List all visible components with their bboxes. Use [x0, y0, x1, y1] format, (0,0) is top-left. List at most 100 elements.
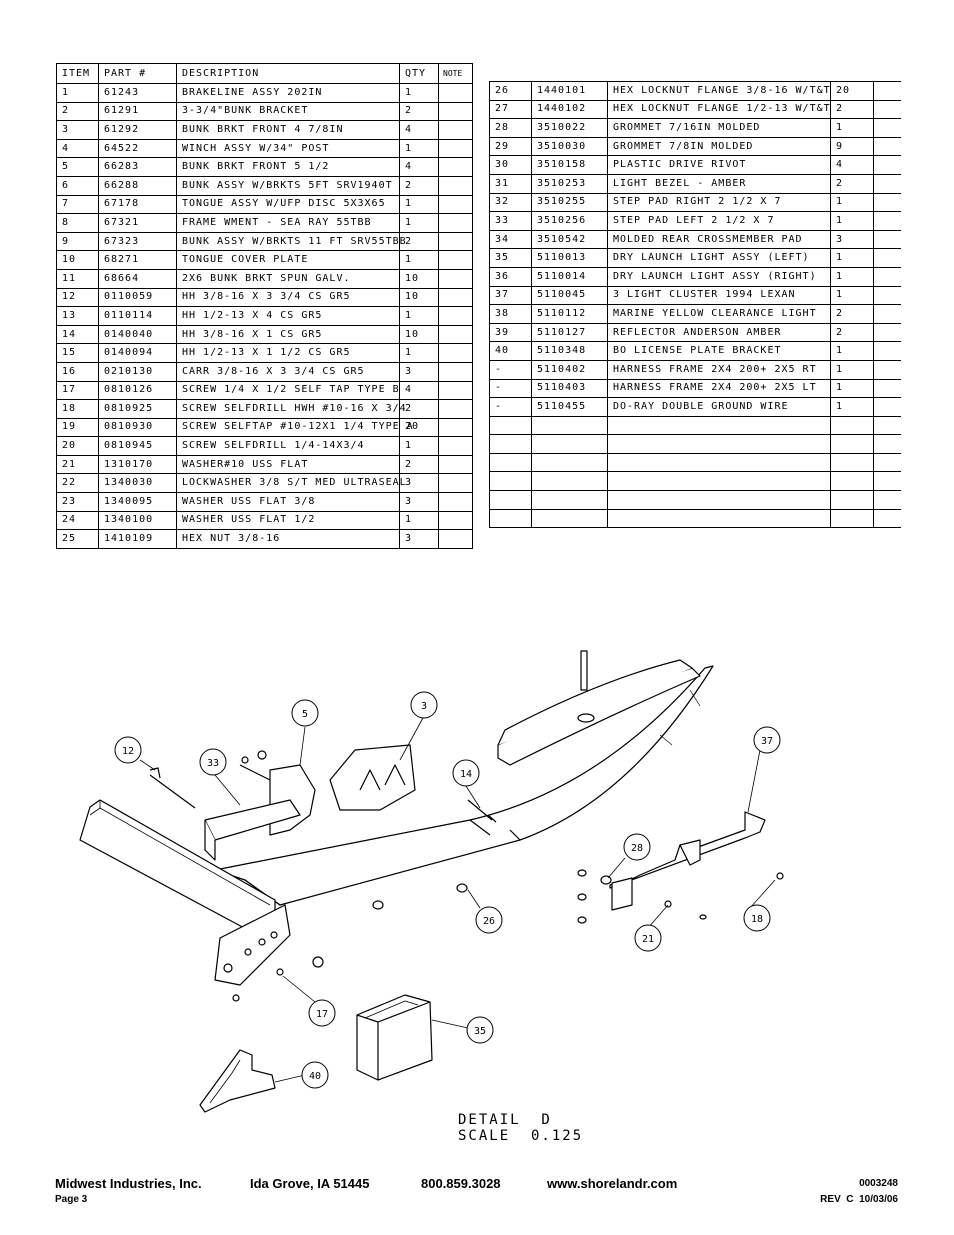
qty-cell: 4	[399, 157, 439, 177]
note-cell	[873, 155, 901, 175]
item-cell: 6	[56, 175, 99, 196]
description-cell: BRAKELINE ASSY 202IN	[176, 83, 400, 103]
qty-cell: 2	[399, 175, 439, 196]
note-cell	[438, 306, 473, 326]
qty-cell: 1	[830, 378, 874, 399]
description-cell: GROMMET 7/8IN MOLDED	[607, 136, 831, 157]
description-cell	[607, 471, 831, 492]
note-cell	[873, 508, 901, 529]
note-cell	[873, 211, 901, 231]
item-cell: 24	[56, 510, 99, 531]
item-cell: 3	[56, 120, 99, 140]
callout-37: 37	[761, 736, 773, 747]
description-cell: HEX LOCKNUT FLANGE 3/8-16 W/T&T	[607, 81, 831, 101]
mounting-plate	[214, 904, 291, 986]
note-cell	[438, 231, 473, 252]
note-cell	[438, 436, 473, 456]
footer-doc-number: 0003248	[859, 1178, 898, 1189]
part-number-cell: 0810930	[98, 417, 177, 438]
part-number-cell	[531, 508, 608, 529]
item-cell: 20	[56, 436, 99, 456]
note-cell	[873, 173, 901, 194]
item-cell: 23	[56, 492, 99, 512]
qty-cell: 9	[830, 136, 874, 157]
qty-cell: 1	[399, 343, 439, 363]
description-cell: STEP PAD RIGHT 2 1/2 X 7	[607, 192, 831, 213]
qty-cell: 1	[830, 118, 874, 138]
part-number-cell: 1340030	[98, 473, 177, 494]
note-cell	[438, 380, 473, 401]
item-cell: 35	[489, 248, 532, 268]
item-cell: 1	[56, 83, 99, 103]
item-cell: 31	[489, 173, 532, 194]
description-cell: BUNK ASSY W/BRKTS 5FT SRV1940T	[176, 175, 400, 196]
description-cell: HH 3/8-16 X 1 CS GR5	[176, 324, 400, 345]
qty-cell: 3	[399, 473, 439, 494]
qty-cell: 20	[399, 417, 439, 438]
bunk-bracket-right	[329, 744, 416, 811]
description-cell: GROMMET 7/16IN MOLDED	[607, 118, 831, 138]
part-number-cell: 5110348	[531, 341, 608, 361]
part-number-cell: 66288	[98, 175, 177, 196]
description-cell: MARINE YELLOW CLEARANCE LIGHT	[607, 304, 831, 324]
note-cell	[438, 399, 473, 419]
description-cell: WASHER USS FLAT 1/2	[176, 510, 400, 531]
part-number-cell: 5110014	[531, 266, 608, 287]
footer-website[interactable]: www.shorelandr.com	[547, 1176, 678, 1191]
part-number-cell: 3510255	[531, 192, 608, 213]
table-row	[489, 415, 901, 436]
description-cell: MOLDED REAR CROSSMEMBER PAD	[607, 229, 831, 250]
table-row	[489, 452, 901, 473]
item-cell	[489, 508, 532, 529]
item-cell: 22	[56, 473, 99, 494]
part-number-cell: 1440101	[531, 81, 608, 101]
description-cell: HEX NUT 3/8-16	[176, 529, 400, 549]
note-cell	[438, 343, 473, 363]
note-cell	[873, 81, 901, 101]
item-cell: -	[489, 397, 532, 417]
note-cell	[873, 99, 901, 120]
item-cell: 18	[56, 399, 99, 419]
part-number-cell: 61292	[98, 120, 177, 140]
qty-cell	[830, 452, 874, 473]
note-cell	[438, 417, 473, 438]
note-cell	[873, 266, 901, 287]
note-cell	[873, 192, 901, 213]
header-item: ITEM	[56, 63, 99, 84]
qty-cell: 1	[399, 306, 439, 326]
description-cell: WINCH ASSY W/34" POST	[176, 138, 400, 159]
part-number-cell: 68271	[98, 250, 177, 270]
note-cell	[438, 83, 473, 103]
item-cell: 36	[489, 266, 532, 287]
table-row	[489, 490, 901, 510]
item-cell: 15	[56, 343, 99, 363]
description-cell: LOCKWASHER 3/8 S/T MED ULTRASEAL	[176, 473, 406, 494]
description-cell: CARR 3/8-16 X 3 3/4 CS GR5	[176, 361, 400, 382]
dry-launch-light	[356, 994, 433, 1081]
part-number-cell	[531, 490, 608, 510]
callout-40: 40	[309, 1071, 321, 1082]
item-cell: 25	[56, 529, 99, 549]
callout-33: 33	[207, 758, 219, 769]
part-number-cell: 0110059	[98, 287, 177, 308]
part-number-cell: 0810126	[98, 380, 177, 401]
note-cell	[438, 194, 473, 215]
qty-cell: 10	[399, 324, 439, 345]
item-cell: 30	[489, 155, 532, 175]
item-cell: 34	[489, 229, 532, 250]
item-cell: 21	[56, 454, 99, 475]
description-cell: SCREW SELFTAP #10-12X1 1/4 TYPE A	[176, 417, 413, 438]
